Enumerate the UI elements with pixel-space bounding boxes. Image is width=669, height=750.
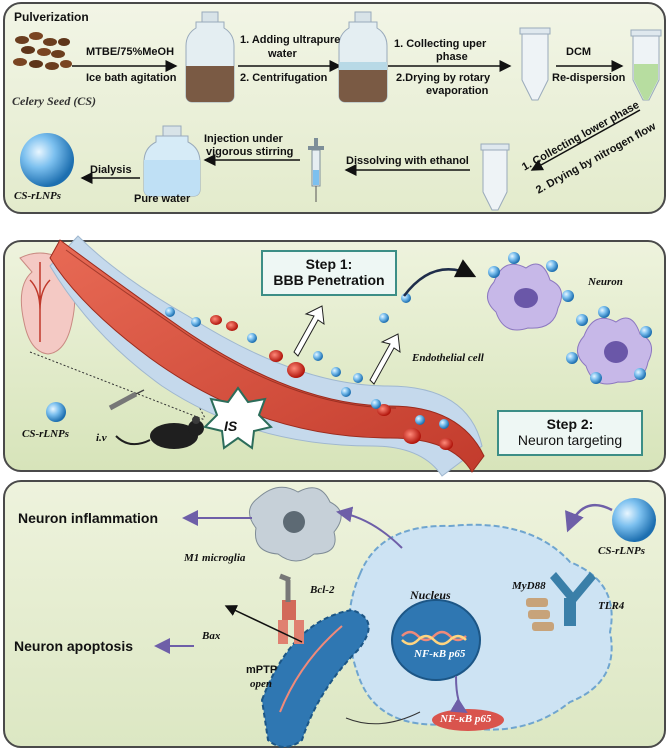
neuron-cell-2 [566,306,653,385]
syringe-icon [308,138,324,202]
label-cs-rlnps-1: CS-rLNPs [14,190,62,202]
label-m1-microglia: M1 microglia [184,552,246,564]
label-cs-rlnps-2: CS-rLNPs [22,428,70,440]
penetration-arrow-1 [293,305,325,357]
label-nfkb-nucleus: NF-κB p65 [414,648,466,660]
label-collecting-upper-b: phase [436,51,468,63]
tube-dried-icon [480,143,510,211]
celery-seed-icon [13,32,72,70]
lnp-large-icon [612,498,656,542]
nucleus [391,599,481,681]
label-neuron-inflammation: Neuron inflammation [18,510,159,526]
label-myd88: MyD88 [512,580,546,592]
mptp-pore [278,573,304,644]
myd88-adaptor [526,598,554,631]
label-is: IS [224,418,238,434]
label-cs-rlnps-3: CS-rLNPs [598,545,646,557]
iv-syringe-icon [108,389,145,411]
label-bax: Bax [202,630,221,642]
label-nucleus: Nucleus [410,588,451,602]
label-vigorous-stirring: vigorous stirring [206,146,294,158]
nfkb-cytoplasm [432,709,504,731]
mouse-icon [115,416,204,449]
label-dcm: DCM [566,46,592,58]
label-redispersion: Re-dispersion [552,72,626,84]
red-blood-cells [210,315,453,450]
label-drying-rotary: 2.Drying by rotary [396,72,491,84]
curve-arrow [403,259,477,297]
label-tlr4: TLR4 [598,600,625,612]
microglia-cell [249,486,342,562]
step2-subtitle: Neuron targeting [517,432,623,448]
bottle-mixture-icon [185,11,235,103]
stroke-star-icon [203,386,273,450]
neuron-cell-body [348,523,613,731]
lnp-sphere-icon [20,133,74,187]
mitochondrion [260,608,370,748]
step2-title: Step 2: [546,416,594,432]
label-dissolving-ethanol: Dissolving with ethanol [346,155,469,167]
label-dialysis: Dialysis [90,164,132,176]
label-pure-water: Pure water [134,193,191,205]
label-celery-seed: Celery Seed (CS) [12,94,96,108]
label-mtbe: MTBE/75%MeOH [86,46,175,58]
label-nfkb-cytoplasm: NF-κB p65 [440,713,492,725]
tlr4-receptor [550,572,596,626]
step1-subtitle: BBB Penetration [273,272,385,288]
step2-box: Step 2: Neuron targeting [497,410,643,456]
step1-title: Step 1: [305,256,353,272]
step1-box: Step 1: BBB Penetration [261,250,397,296]
label-centrifugation: 2. Centrifugation [240,72,328,84]
label-iv: i.v [96,432,107,444]
bottle-separated-icon [338,11,388,103]
neuron-cell-1 [487,252,574,331]
label-adding-water: 1. Adding ultrapure [240,34,341,46]
tube-empty-icon [519,27,551,101]
nanoparticles [46,293,449,429]
label-mptp: mPTP [246,664,278,676]
label-ice-bath: Ice bath agitation [86,72,177,84]
label-pulverization: Pulverization [14,10,89,24]
pure-water-bottle-icon [143,125,201,197]
label-open: open [250,678,272,690]
tube-dispersion-icon [630,29,662,101]
label-injection: Injection under [204,133,283,145]
label-drying-rotary-b: evaporation [426,85,489,97]
label-bcl2: Bcl-2 [310,584,335,596]
blood-vessel [49,239,485,473]
label-neuron-apoptosis: Neuron apoptosis [14,638,134,654]
penetration-arrow-2 [369,333,401,385]
label-adding-water-b: water [268,48,297,60]
label-endothelial: Endothelial cell [412,352,484,364]
label-neuron: Neuron [588,276,623,288]
label-collecting-upper: 1. Collecting uper [394,38,487,50]
